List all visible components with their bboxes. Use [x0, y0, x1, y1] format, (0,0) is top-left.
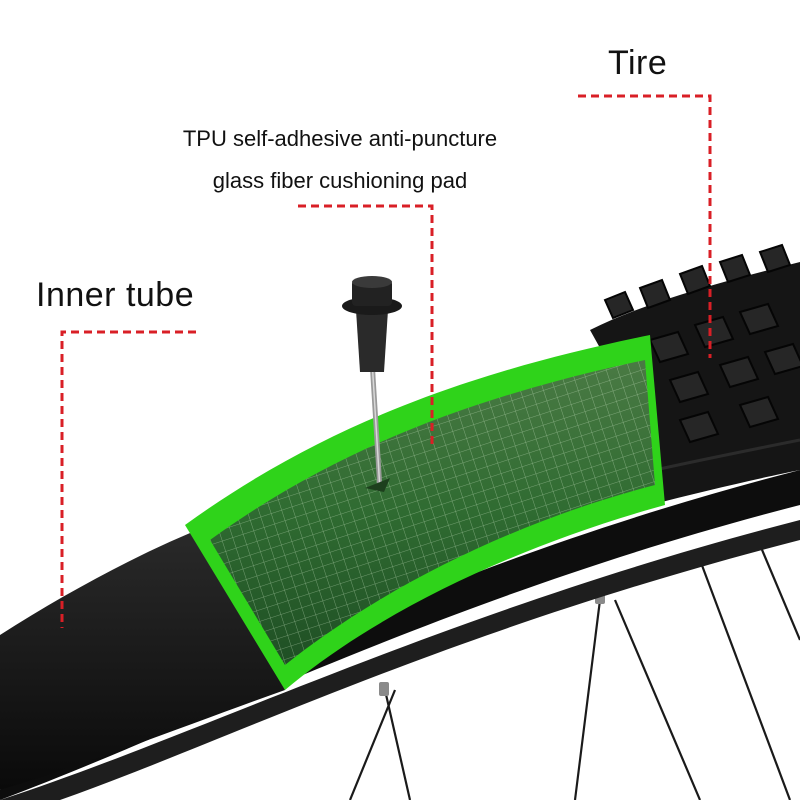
- spoke: [698, 559, 792, 800]
- spoke: [573, 599, 602, 800]
- puncture-thorn: [342, 276, 402, 492]
- spoke: [613, 599, 702, 800]
- rim-inner-edge: [0, 520, 800, 800]
- leader-lines: [60, 94, 712, 628]
- spokes: [348, 544, 800, 800]
- cushion-pad-label: TPU self-adhesive anti-puncture glass fi…: [140, 118, 540, 202]
- tire-tread-knobs: [603, 243, 800, 444]
- inner-tube: [0, 525, 285, 790]
- tire: [590, 243, 800, 505]
- cushion-pad-mesh: [210, 360, 655, 665]
- spoke: [758, 544, 800, 641]
- spoke: [383, 689, 412, 800]
- spoke: [348, 689, 397, 800]
- spoke-nipple: [379, 682, 389, 696]
- inner-tube-leader-line: [60, 330, 196, 628]
- tire-label: Tire: [608, 44, 668, 82]
- pad-leader-line: [298, 204, 434, 448]
- tire-leader-line: [578, 94, 712, 358]
- inner-tube-label: Inner tube: [36, 276, 195, 314]
- cushion-pad-label-line2: glass fiber cushioning pad: [212, 168, 468, 193]
- cushion-pad-label-line1: TPU self-adhesive anti-puncture: [182, 126, 498, 151]
